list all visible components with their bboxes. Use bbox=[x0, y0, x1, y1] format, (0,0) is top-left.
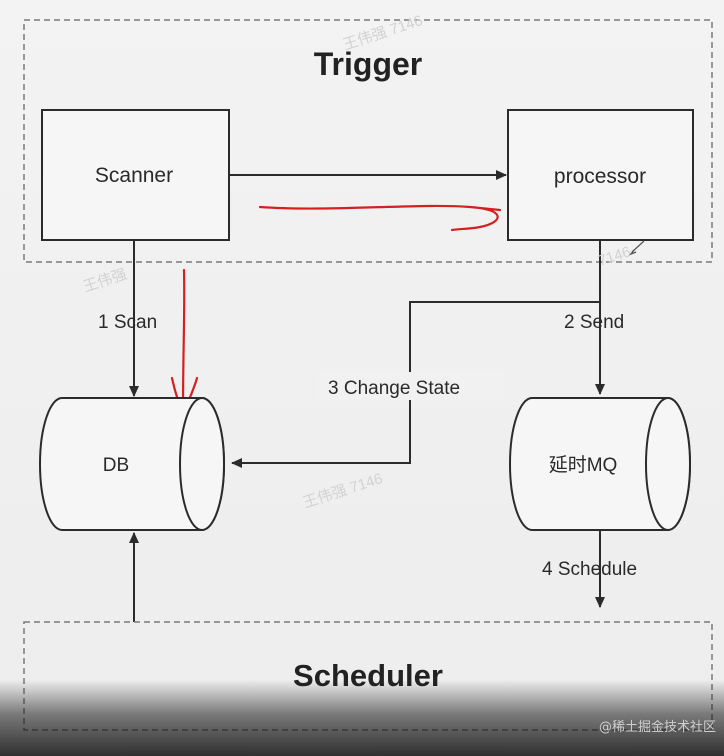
mq-cylinder bbox=[509, 397, 691, 531]
watermark-3: 王伟强 7146 bbox=[301, 470, 385, 512]
edge-label-change-state: 3 Change State bbox=[328, 378, 460, 399]
processor-box bbox=[507, 109, 694, 241]
change-state-label-bg bbox=[318, 372, 504, 400]
watermark-4: 7146 bbox=[596, 243, 633, 269]
scanner-label: Scanner bbox=[95, 164, 173, 187]
platform-credit: @稀土掘金技术社区 bbox=[598, 720, 716, 735]
edge-label-scan: 1 Scan bbox=[98, 312, 157, 333]
red-annotation-arrow-horizontal bbox=[258, 204, 502, 232]
pencil-icon bbox=[629, 240, 645, 256]
scheduler-title: Scheduler bbox=[293, 658, 443, 693]
edge-label-send: 2 Send bbox=[564, 312, 624, 333]
scanner-box bbox=[41, 109, 230, 241]
trigger-group bbox=[23, 19, 713, 263]
db-label: DB bbox=[103, 455, 129, 476]
red-annotation-arrow-vertical bbox=[170, 268, 199, 416]
edge-label-schedule: 4 Schedule bbox=[542, 559, 637, 580]
watermark-2: 王伟强 bbox=[81, 266, 129, 296]
processor-label: processor bbox=[554, 165, 646, 188]
mq-label: 延时MQ bbox=[549, 454, 618, 476]
trigger-title: Trigger bbox=[314, 46, 422, 82]
db-cylinder bbox=[39, 397, 225, 531]
